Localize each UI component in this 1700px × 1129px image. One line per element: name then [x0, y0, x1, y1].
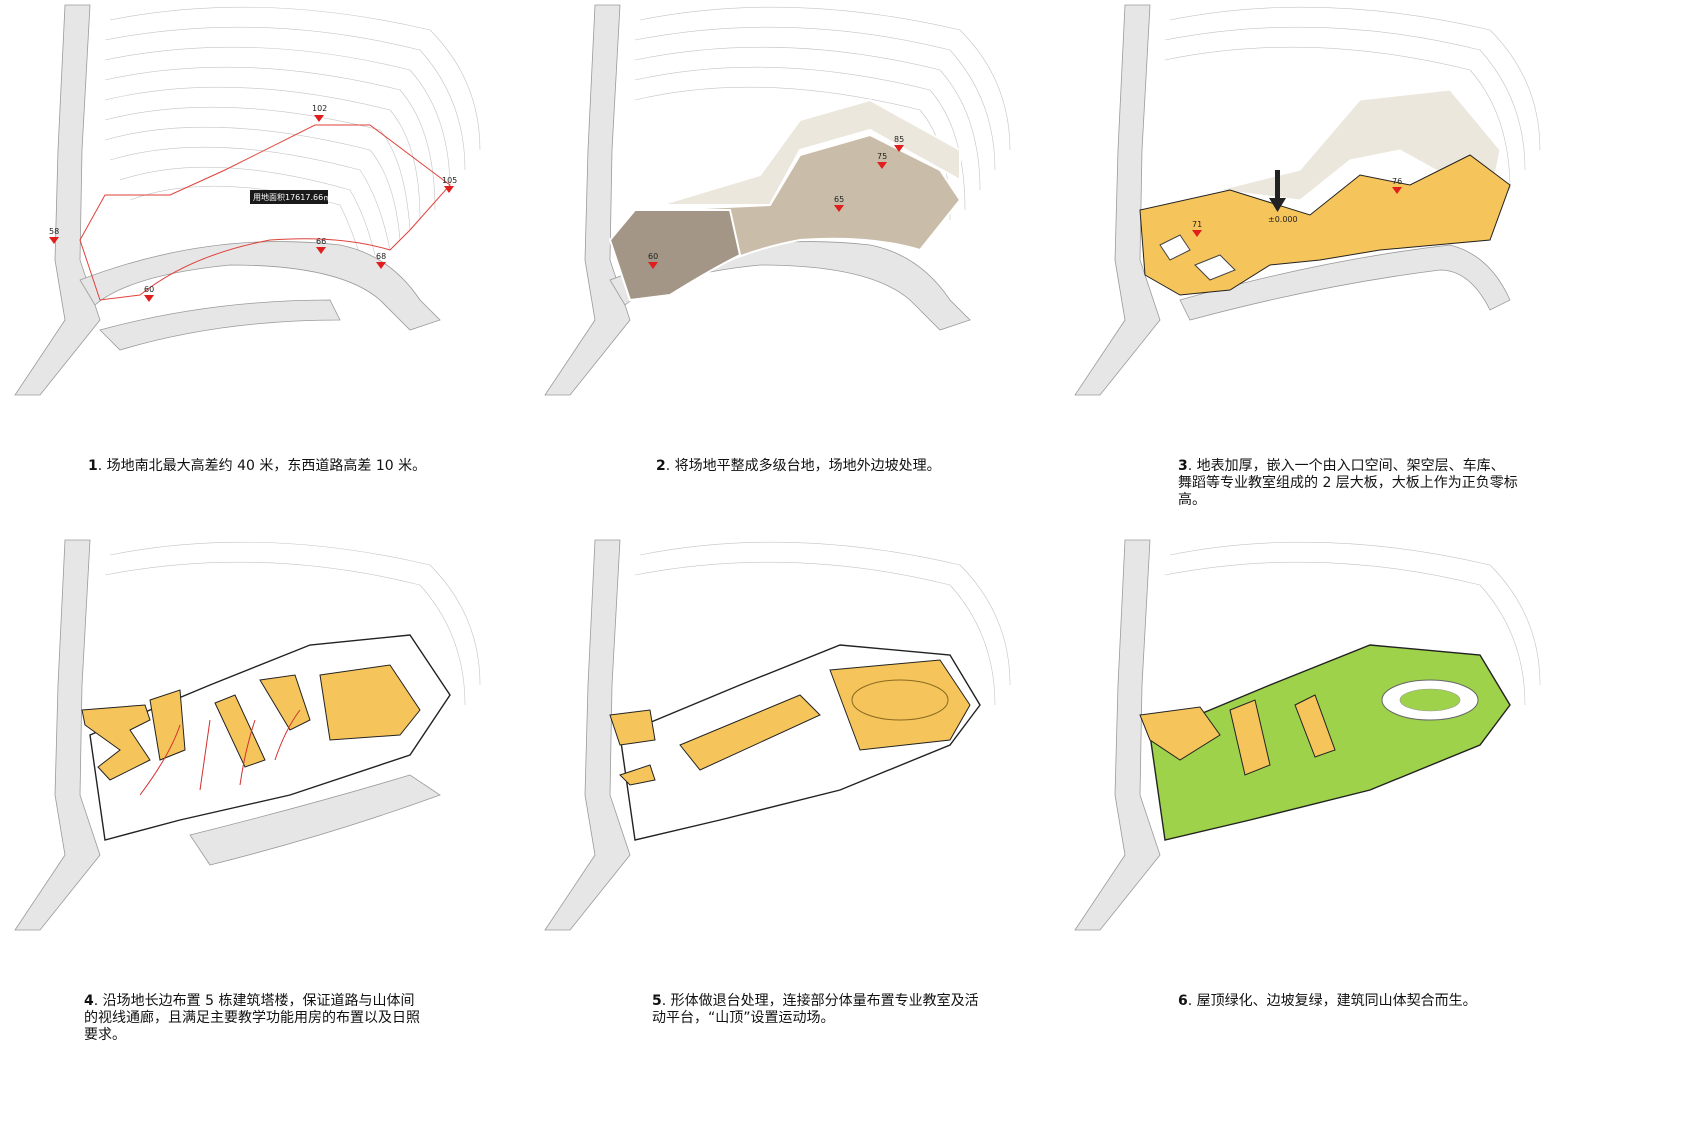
site-diagram-3: ±0.000 76 71 [1074, 4, 1541, 396]
contour-lines [1164, 6, 1541, 191]
roads [1074, 539, 1161, 931]
svg-text:85: 85 [894, 135, 904, 144]
svg-text:65: 65 [834, 195, 844, 204]
roads [14, 4, 441, 396]
svg-text:60: 60 [648, 252, 658, 261]
diagram-panel-3: ±0.000 76 71 [1070, 0, 1550, 460]
site-diagram-2: 85 75 65 60 [544, 4, 1011, 396]
svg-text:76: 76 [1392, 177, 1402, 186]
contour-lines [1164, 541, 1541, 706]
area-label: 用地面积17617.66㎡ [253, 192, 331, 202]
svg-text:71: 71 [1192, 220, 1202, 229]
svg-text:68: 68 [376, 252, 386, 261]
area-label-box [250, 190, 328, 204]
caption-4: 4. 沿场地长边布置 5 栋建筑塔楼，保证道路与山体间的视线通廊，且满足主要教学… [84, 993, 420, 1043]
sports-field [1399, 688, 1461, 712]
contour-lines [634, 6, 1011, 221]
slab-opening [1194, 254, 1236, 281]
diagram-panel-1: 102 105 58 60 66 68 用地面积17617.66㎡ [10, 0, 490, 460]
running-track [851, 679, 949, 721]
sports-field-base [829, 659, 971, 751]
site-diagram-6 [1074, 539, 1541, 931]
contour-lines [104, 6, 481, 256]
zero-level-arrow [1269, 170, 1286, 212]
caption-1: 1. 场地南北最大高差约 40 米，东西道路高差 10 米。 [88, 458, 427, 474]
diagram-panel-4 [10, 535, 490, 995]
diagram-panel-6 [1070, 535, 1550, 995]
roads [1074, 4, 1511, 396]
contour-lines [104, 541, 481, 706]
roads [14, 539, 441, 931]
caption-6: 6. 屋顶绿化、边坡复绿，建筑同山体契合而生。 [1178, 993, 1477, 1009]
caption-2: 2. 将场地平整成多级台地，场地外边坡处理。 [656, 458, 941, 474]
zero-level-label: ±0.000 [1268, 215, 1298, 224]
slab [1139, 154, 1511, 296]
buildings [1139, 694, 1336, 776]
towers [81, 664, 421, 781]
site-diagram-1: 102 105 58 60 66 68 用地面积17617.66㎡ [14, 4, 481, 396]
diagram-panel-5 [540, 535, 1020, 995]
site-diagram-4 [14, 539, 481, 931]
elevation-markers: 85 75 65 60 [648, 135, 904, 269]
svg-text:66: 66 [316, 237, 326, 246]
slab-opening [1159, 234, 1191, 261]
elevation-markers: 76 71 [1192, 177, 1402, 237]
svg-text:58: 58 [49, 227, 59, 236]
contour-lines [634, 541, 1011, 706]
roads [544, 539, 631, 931]
site-boundary [79, 124, 451, 301]
svg-text:75: 75 [877, 152, 887, 161]
view-corridor-arrows [139, 709, 301, 796]
terraces [608, 98, 962, 302]
site-diagram-5 [544, 539, 1011, 931]
svg-text:105: 105 [442, 176, 457, 185]
caption-3: 3. 地表加厚，嵌入一个由入口空间、架空层、车库、舞蹈等专业教室组成的 2 层大… [1178, 458, 1518, 508]
terraced-masses [609, 694, 821, 786]
svg-text:102: 102 [312, 104, 327, 113]
svg-text:60: 60 [144, 285, 154, 294]
diagram-panel-2: 85 75 65 60 [540, 0, 1020, 460]
elevation-markers: 102 105 58 60 66 68 [49, 104, 457, 302]
caption-5: 5. 形体做退台处理，连接部分体量布置专业教室及活动平台，“山顶”设置运动场。 [652, 993, 979, 1026]
